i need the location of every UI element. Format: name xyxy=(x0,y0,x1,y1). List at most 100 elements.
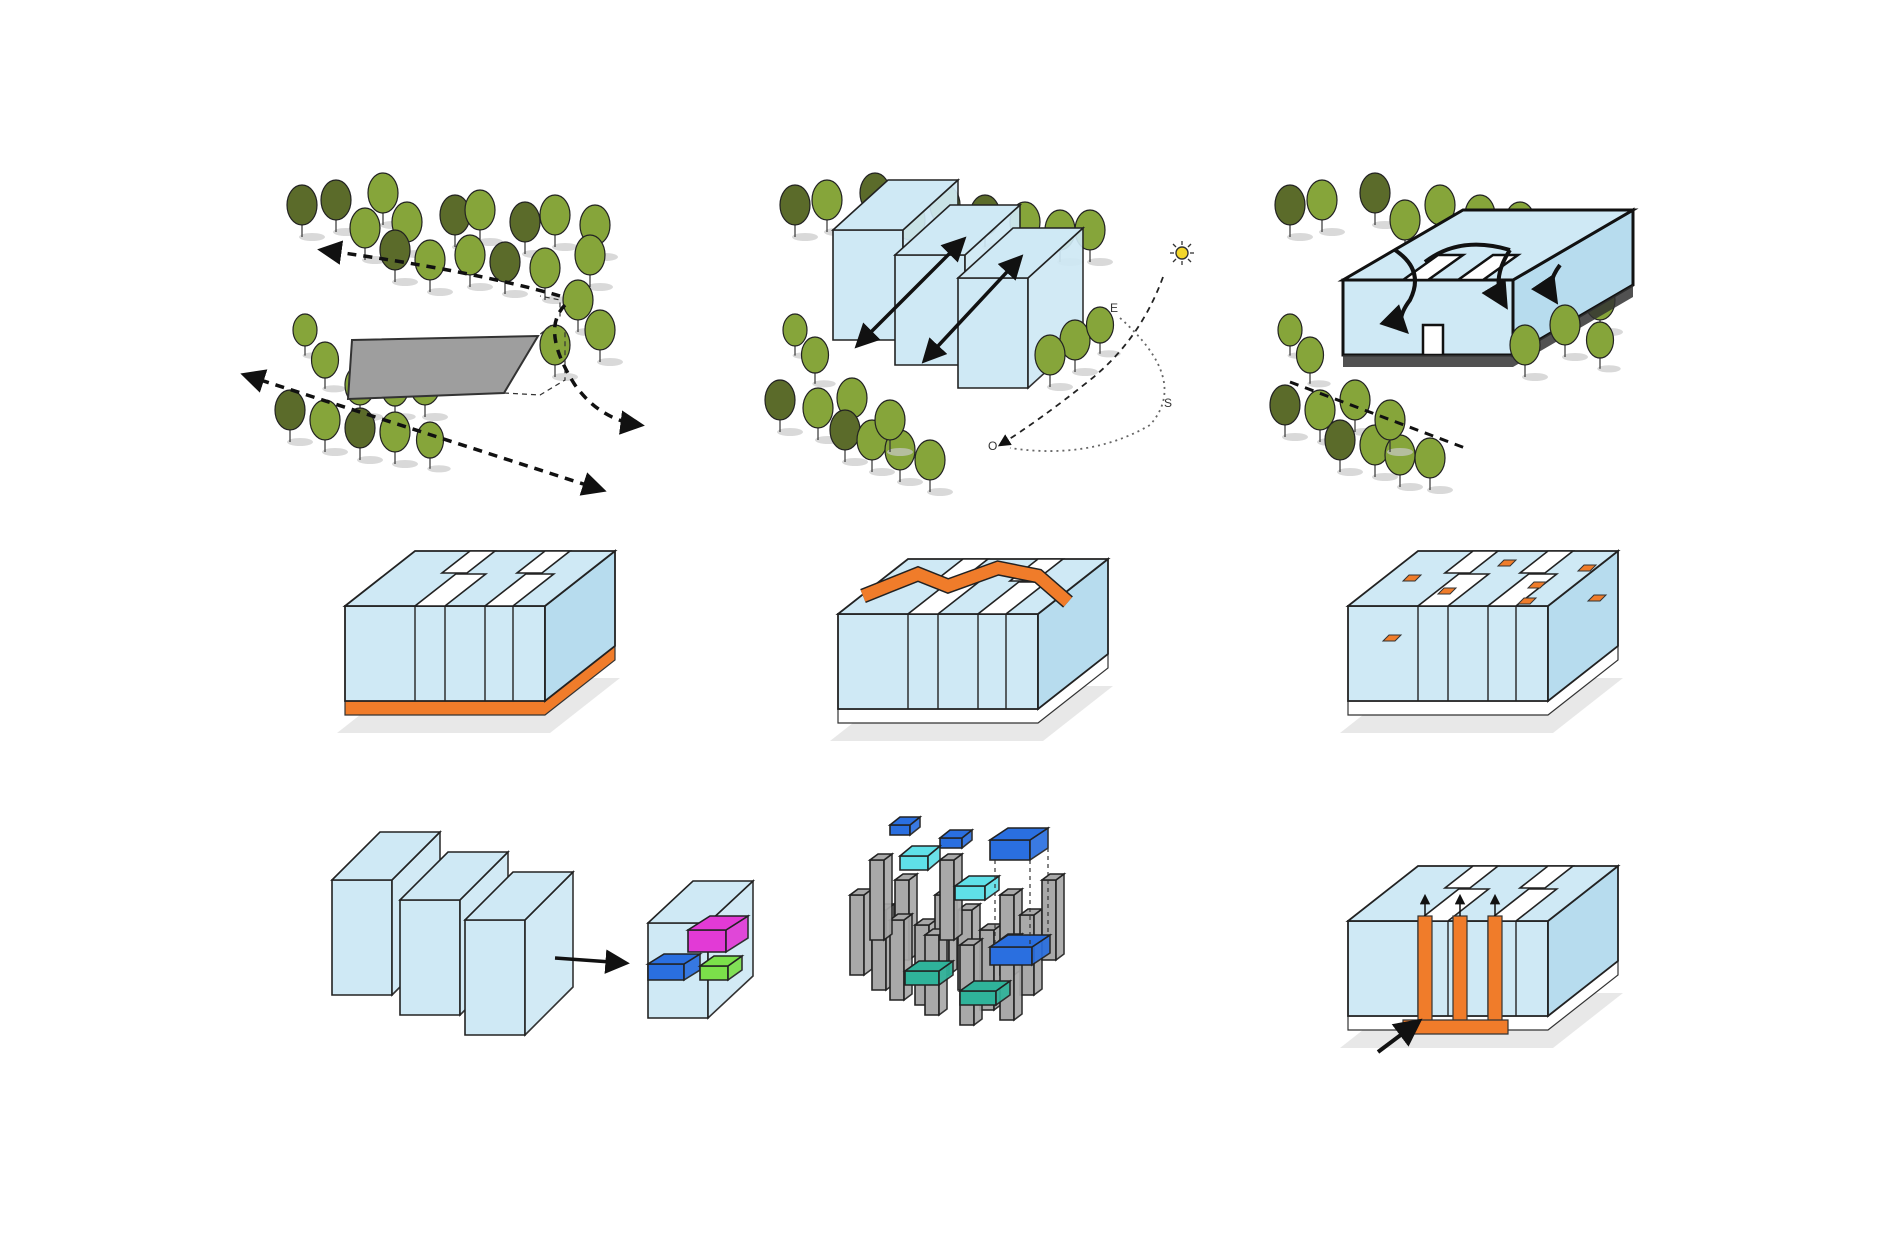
tree-icon xyxy=(1274,184,1313,241)
flow-arrow-1 xyxy=(1379,248,1417,334)
skylight-opening xyxy=(1586,594,1608,602)
tree-icon xyxy=(764,379,803,436)
tree-icon xyxy=(414,239,453,296)
courtyard-notch-back xyxy=(1442,550,1501,574)
tree-icon xyxy=(309,399,348,456)
circulation-core xyxy=(1417,893,1433,1032)
structure-column xyxy=(867,852,895,942)
tree-icon xyxy=(1374,399,1413,456)
tree-icon xyxy=(1509,324,1548,381)
tree-icon xyxy=(464,189,503,246)
panel-roof-circulation xyxy=(830,557,1113,741)
courtyard-notch-back xyxy=(514,550,573,574)
circulation-core xyxy=(1452,893,1468,1032)
entry-platform xyxy=(1402,1019,1509,1035)
tree-icon xyxy=(529,247,568,304)
trees-group-sun-front xyxy=(764,306,1121,496)
panel-program-blocks xyxy=(330,830,756,1037)
structure-column xyxy=(847,887,875,977)
skylight-opening xyxy=(1526,581,1548,589)
tree-icon xyxy=(539,194,578,251)
flow-arrow-4 xyxy=(1530,263,1562,305)
trees-group-site-context xyxy=(274,172,623,473)
roof-path-orange xyxy=(860,561,1072,607)
entrance-gap xyxy=(1421,323,1445,357)
tree-icon xyxy=(1549,304,1588,361)
tree-icon xyxy=(1059,319,1098,376)
tree-icon xyxy=(310,341,346,393)
skylight-opening xyxy=(1516,597,1538,605)
panel-site-context xyxy=(240,172,645,496)
courtyard-notch-front xyxy=(1485,888,1560,922)
courtyard-notch-front xyxy=(1415,888,1492,922)
tree-icon xyxy=(584,309,623,366)
skylight-opening xyxy=(1496,559,1518,567)
circulation-arrow-upper xyxy=(317,240,561,298)
sun-path-dashed xyxy=(997,276,1164,447)
structure-column xyxy=(887,912,915,1002)
tree-icon xyxy=(1324,419,1363,476)
panel-ground-floor xyxy=(337,549,620,733)
courtyard-notch-back xyxy=(439,550,498,574)
tree-icon xyxy=(1295,336,1331,388)
tree-icon xyxy=(800,336,836,388)
skylight-opening xyxy=(1436,587,1458,595)
site-plot xyxy=(346,334,540,401)
courtyard-notch-back xyxy=(1517,550,1576,574)
program-box xyxy=(645,879,756,1020)
tree-icon xyxy=(874,399,913,456)
tree-icon xyxy=(489,241,528,298)
flow-arrow-3 xyxy=(1481,248,1512,310)
courtyard-notch-front xyxy=(412,573,489,607)
three-blocks-massing xyxy=(330,830,575,1037)
tree-icon xyxy=(779,184,818,241)
program-piece-cyan xyxy=(952,874,1002,902)
tree-icon xyxy=(415,421,451,473)
trees-group-courtyard-front xyxy=(1269,304,1621,494)
skylight-opening xyxy=(1576,564,1598,572)
program-block-blue xyxy=(645,952,703,982)
panel-sun-orientation: E S O xyxy=(764,172,1194,496)
tree-icon xyxy=(574,234,613,291)
program-piece-blue-large xyxy=(987,826,1051,862)
program-piece-teal xyxy=(957,979,1013,1007)
circulation-arrow-long xyxy=(240,369,607,496)
panel-structure-program xyxy=(847,815,1067,1027)
label-south: S xyxy=(1164,396,1172,410)
tree-icon xyxy=(1585,321,1621,373)
flow-arrow-2 xyxy=(1423,242,1511,264)
tree-icon xyxy=(1277,313,1309,359)
skylight-opening xyxy=(1381,634,1403,642)
program-piece-blue-small xyxy=(887,815,923,837)
panel-skylights xyxy=(1340,549,1623,733)
tree-icon xyxy=(454,234,493,291)
tree-icon xyxy=(274,389,313,446)
massing-block-3 xyxy=(463,870,575,1037)
h-massing-with-cores xyxy=(1340,864,1623,1048)
panel-courtyard-massing xyxy=(1269,172,1639,494)
h-massing-courtyard xyxy=(1337,207,1639,367)
circulation-core xyxy=(1487,893,1503,1032)
sun-icon xyxy=(1170,241,1194,265)
program-piece-blue-small xyxy=(937,828,975,850)
tree-icon xyxy=(286,184,325,241)
program-piece-cyan xyxy=(897,844,943,872)
tree-icon xyxy=(1034,334,1073,391)
panel-vertical-circulation xyxy=(1340,864,1623,1054)
label-west: O xyxy=(988,439,997,453)
program-block-green xyxy=(697,954,745,982)
transform-arrow xyxy=(554,949,630,974)
courtyard-notch-back xyxy=(1442,865,1501,889)
tree-icon xyxy=(829,409,868,466)
courtyard-notch-front xyxy=(482,573,557,607)
program-piece-blue-lower xyxy=(987,933,1053,967)
view-arrow-2 xyxy=(921,254,1024,364)
tree-icon xyxy=(1269,384,1308,441)
skylight-opening xyxy=(1401,574,1423,582)
tree-icon xyxy=(367,172,406,229)
program-block-magenta xyxy=(685,914,751,954)
entry-arrow xyxy=(1376,1018,1423,1054)
tree-icon xyxy=(1306,179,1345,236)
